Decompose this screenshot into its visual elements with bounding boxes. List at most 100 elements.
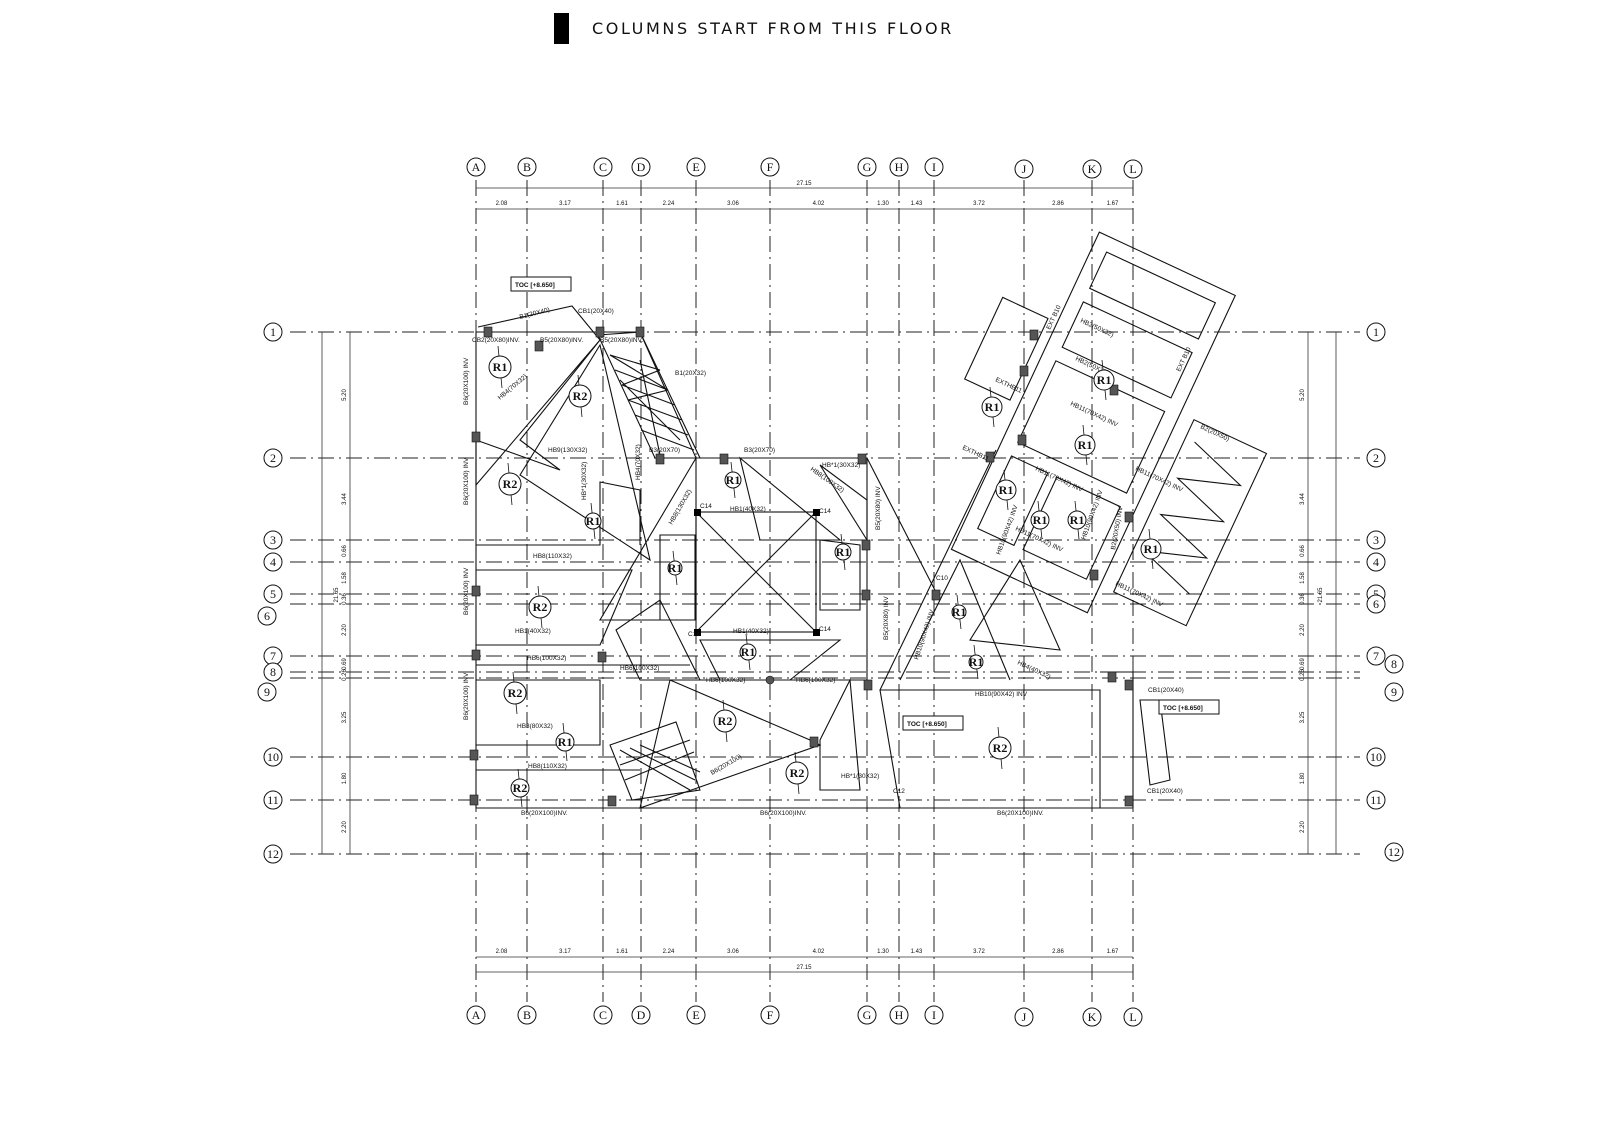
column-mark: C10 [936, 575, 948, 582]
column [1029, 329, 1039, 341]
grid-bubble-9 [1384, 682, 1404, 702]
dimension-value: 0.36 [342, 593, 348, 605]
dimension-value: 2.08 [496, 949, 508, 955]
column [655, 453, 665, 465]
grid-bubble-J [1014, 159, 1034, 179]
slab-mark: R1 [952, 605, 967, 619]
column [635, 326, 645, 338]
slab-edge [969, 558, 1061, 651]
slab-mark: R1 [726, 473, 741, 487]
beam-label: B5(20X80)INV. [600, 337, 643, 344]
toc-tag: TOC [+8.650] [515, 282, 555, 289]
slab-mark-circle [503, 681, 527, 705]
slab-mark: R1 [493, 360, 508, 374]
column-c14 [813, 509, 820, 516]
slab-mark-circle [981, 396, 1003, 418]
slab-mark-circle [834, 543, 852, 561]
grid-label-2: 2 [270, 451, 276, 465]
slab-mark: R2 [533, 600, 548, 614]
wall-outline [475, 332, 640, 809]
grid-label-8: 8 [270, 665, 276, 679]
grid-bubble-G [857, 1005, 877, 1025]
beam-label: HB6(100X32) [620, 665, 659, 672]
slab-mark-circle [1067, 510, 1087, 530]
slab-edge [879, 689, 1101, 809]
dimension-value: 2.86 [1052, 201, 1064, 207]
grid-bubble-11 [1366, 790, 1386, 810]
slab-mark: R1 [586, 514, 601, 528]
column [985, 451, 995, 463]
slab-panel [1061, 301, 1193, 399]
grid-label-12: 12 [1388, 845, 1400, 859]
legend-column-swatch [554, 13, 569, 44]
slab-mark: R1 [969, 655, 984, 669]
grid-bubble-2 [263, 448, 283, 468]
slab-mark-circle [667, 560, 683, 576]
slab-mark-circle [739, 643, 757, 661]
dimension-value: 1.67 [1107, 201, 1119, 207]
grid-bubble-B [517, 1005, 537, 1025]
slab-mark: R1 [558, 735, 573, 749]
grid-bubble-F [760, 1005, 780, 1025]
column-mark: C12 [893, 788, 905, 795]
slab-mark-circle [785, 761, 809, 785]
grid-bubble-G [857, 157, 877, 177]
column [809, 736, 819, 748]
column-mark: C14 [819, 508, 831, 515]
beam-label: HB8(110X32) [528, 763, 567, 770]
grid-label-8: 8 [1391, 657, 1397, 671]
rotated-wing [950, 231, 1268, 627]
slab-mark: R2 [573, 389, 588, 403]
grid-bubble-7 [1366, 646, 1386, 666]
grid-bubble-E [686, 157, 706, 177]
slab-mark: R2 [503, 477, 518, 491]
dimension-value: 1.58 [342, 572, 348, 584]
dimension-value: 2.24 [663, 949, 675, 955]
grid-bubble-12 [263, 844, 283, 864]
grid-label-5: 5 [1373, 587, 1379, 601]
beam-label: B5(20X80) INV [875, 486, 882, 530]
beam-label: HB9(130X32) [548, 447, 587, 454]
toc-tag-box [902, 715, 964, 731]
grid-bubble-K [1082, 159, 1102, 179]
grid-bubble-10 [263, 747, 283, 767]
dimension-value: 0.36 [1300, 593, 1306, 605]
grid-bubble-C [593, 1005, 613, 1025]
grid-label-4: 4 [270, 555, 276, 569]
slab-edge [599, 455, 697, 621]
slab-mark: R1 [1078, 438, 1093, 452]
dimension-value: 3.17 [559, 201, 571, 207]
column [861, 539, 871, 551]
column [857, 453, 867, 465]
dimension-value: 1.80 [342, 772, 348, 784]
beam-label: EXTHB11 [994, 376, 1023, 395]
beam-label: HB1(40X32) [515, 628, 551, 635]
slab-edge [739, 456, 842, 541]
slab-mark-circle [488, 355, 512, 379]
slab-edge [819, 539, 861, 611]
dimension-value: 0.26 [1300, 669, 1306, 681]
dimension-value: 3.17 [559, 949, 571, 955]
dimension-total: 21.65 [334, 587, 340, 603]
beam-label: HB11(70X42) INV [1069, 400, 1119, 428]
grid-bubble-10 [1366, 747, 1386, 767]
slab-panel [976, 455, 1049, 547]
grid-label-L: L [1129, 1010, 1136, 1024]
grid-bubble-4 [263, 552, 283, 572]
grid-label-E: E [692, 160, 699, 174]
column [471, 649, 481, 661]
cantilever-beam [1139, 699, 1171, 786]
stair-flight [597, 331, 701, 459]
dimension-value: 1.30 [877, 201, 889, 207]
beam [476, 679, 601, 746]
slab-mark-circle [555, 732, 575, 752]
column [1124, 795, 1134, 807]
column [863, 679, 873, 691]
slab-edge [519, 343, 651, 562]
grid-label-6: 6 [264, 609, 270, 623]
beam [1100, 671, 1134, 808]
toc-tag-box [510, 276, 572, 292]
beam-label: HB10(90X42) INV [913, 608, 936, 660]
column [471, 431, 481, 443]
